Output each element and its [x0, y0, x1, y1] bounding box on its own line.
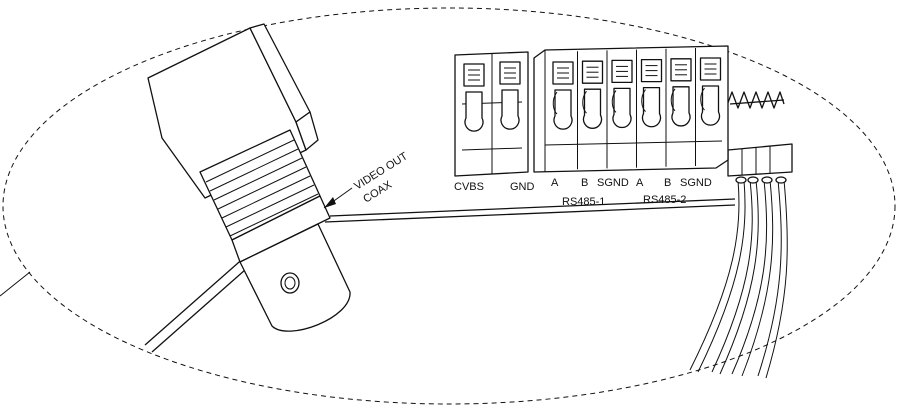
label-gnd: GND: [510, 181, 535, 193]
terminal-screw-rs485-a-2: [636, 49, 663, 168]
terminal-screw-rs485-sgnd-2: [695, 48, 722, 166]
video-terminal-block: [454, 51, 529, 177]
label-rs485-2-b: B: [664, 177, 671, 189]
terminal-screw-rs485-sgnd-1: [606, 50, 633, 169]
label-rs485-2-a: A: [636, 177, 644, 189]
terminal-screw-rs485-b-1: [577, 51, 604, 170]
bnc-thread: [205, 139, 319, 237]
label-rs485-1-sgnd: SGND: [597, 177, 629, 189]
label-rs485-1-b: B: [581, 177, 588, 189]
label-rs485-2-sgnd: SGND: [680, 177, 712, 189]
detail-ellipse: [2, 7, 896, 405]
rs485-terminal-block: [533, 45, 729, 173]
terminal-screw-rs485-a-1: [552, 61, 574, 130]
terminal-screw-gnd: [499, 61, 521, 130]
label-rs485-2-group: RS485-2: [643, 194, 686, 206]
board-outline: [144, 198, 736, 353]
leader-line: [0, 271, 31, 297]
bnc-pin: [280, 272, 300, 294]
terminal-screw-cvbs: [463, 63, 485, 132]
side-connector: [725, 91, 793, 177]
label-cvbs: CVBS: [454, 181, 484, 193]
callout-arrow: [323, 187, 353, 209]
bnc-connector: [147, 23, 351, 332]
wire-ends: [735, 176, 787, 184]
label-rs485-1-a: A: [551, 177, 559, 189]
wire-bundle: [689, 179, 788, 379]
label-rs485-1-group: RS485-1: [562, 196, 605, 208]
terminal-screw-rs485-b-2: [665, 48, 692, 167]
